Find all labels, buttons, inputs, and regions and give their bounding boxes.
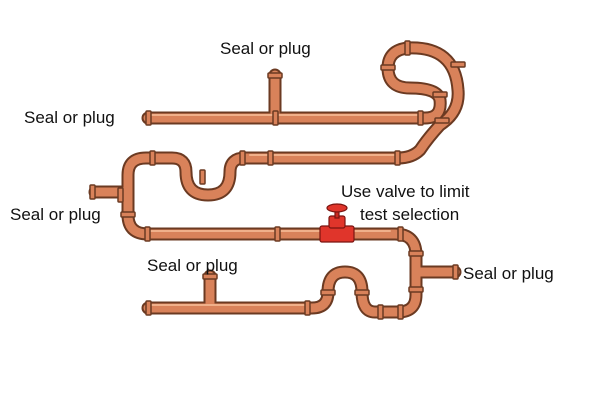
pipe-joints (89, 40, 466, 320)
gate-valve-icon (319, 203, 355, 243)
seal-label-bottom: Seal or plug (147, 256, 238, 275)
seal-label-top: Seal or plug (220, 39, 311, 58)
valve-label-line2: test selection (360, 205, 460, 224)
seal-label-right: Seal or plug (463, 264, 554, 283)
seal-label-left-middle: Seal or plug (10, 205, 101, 224)
valve-label-line1: Use valve to limit (341, 182, 470, 201)
seal-label-left-upper: Seal or plug (24, 108, 115, 127)
